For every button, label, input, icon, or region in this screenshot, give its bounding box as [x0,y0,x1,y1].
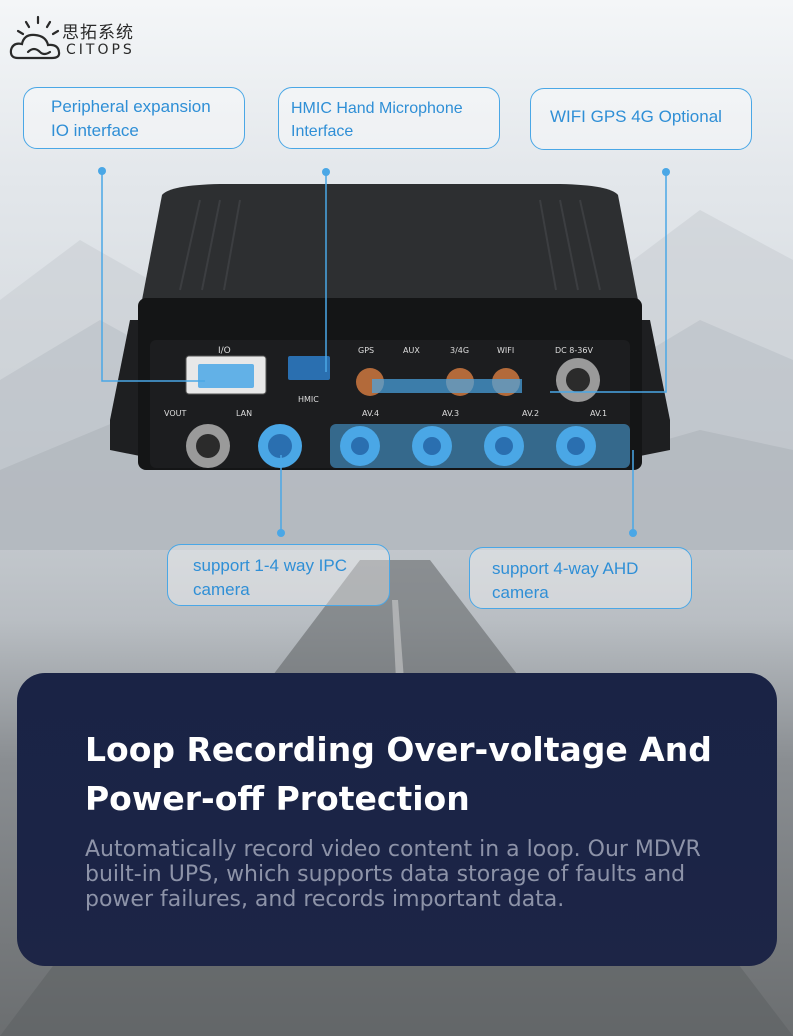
io-label: I/O [218,346,231,356]
callout-wifi-gps-4g: WIFI GPS 4G Optional [530,88,752,150]
callout-hmic-interface: HMIC Hand Microphone Interface [278,87,500,149]
mdvr-device: I/O HMIC GPS AUX 3/4G WIFI DC 8-36V VOUT… [110,184,670,470]
feature-title: Loop Recording Over-voltage And Power-of… [85,725,745,823]
vout-label: VOUT [164,409,186,418]
av4-label: AV.4 [362,409,379,418]
feature-description-line: built-in UPS, which supports data storag… [85,862,686,887]
callout-line: Peripheral expansion [51,97,211,116]
av1-label: AV.1 [590,409,607,418]
callout-line: IO interface [51,121,139,140]
callout-io-interface: Peripheral expansion IO interface [23,87,245,149]
wifi-label: WIFI [497,346,514,355]
brand-name-en: CITOPS [66,42,135,58]
feature-description-line: power failures, and records important da… [85,887,565,912]
callout-line: HMIC Hand Microphone [291,100,463,117]
brand-logo [8,14,168,64]
av2-label: AV.2 [522,409,539,418]
brand-name-cn: 思拓系统 [62,23,134,43]
feature-title-line: Power-off Protection [85,779,470,818]
av3-label: AV.3 [442,409,459,418]
3-4g-label: 3/4G [450,346,469,355]
feature-description-line: Automatically record video content in a … [85,837,701,862]
callout-line: camera [492,583,549,602]
feature-title-line: Loop Recording Over-voltage And [85,730,712,769]
callout-line: WIFI GPS 4G Optional [550,107,722,126]
callout-line: support 1-4 way IPC [193,556,348,575]
gps-label: GPS [358,346,374,355]
device-lid [142,184,638,300]
hmic-port [288,356,330,380]
feature-panel: Loop Recording Over-voltage And Power-of… [17,673,777,966]
callout-ahd-camera: support 4-way AHD camera [469,547,692,609]
callout-line: Interface [291,123,354,140]
callout-line: support 4-way AHD [492,559,639,578]
callout-line: camera [193,580,250,599]
lan-label: LAN [236,409,252,418]
hmic-label: HMIC [298,395,319,404]
dc-label: DC 8-36V [555,346,593,355]
aux-label: AUX [403,346,420,355]
callout-ipc-camera: support 1-4 way IPC camera [167,544,390,606]
cloud-sun-icon [9,15,61,60]
feature-description: Automatically record video content in a … [85,837,765,912]
